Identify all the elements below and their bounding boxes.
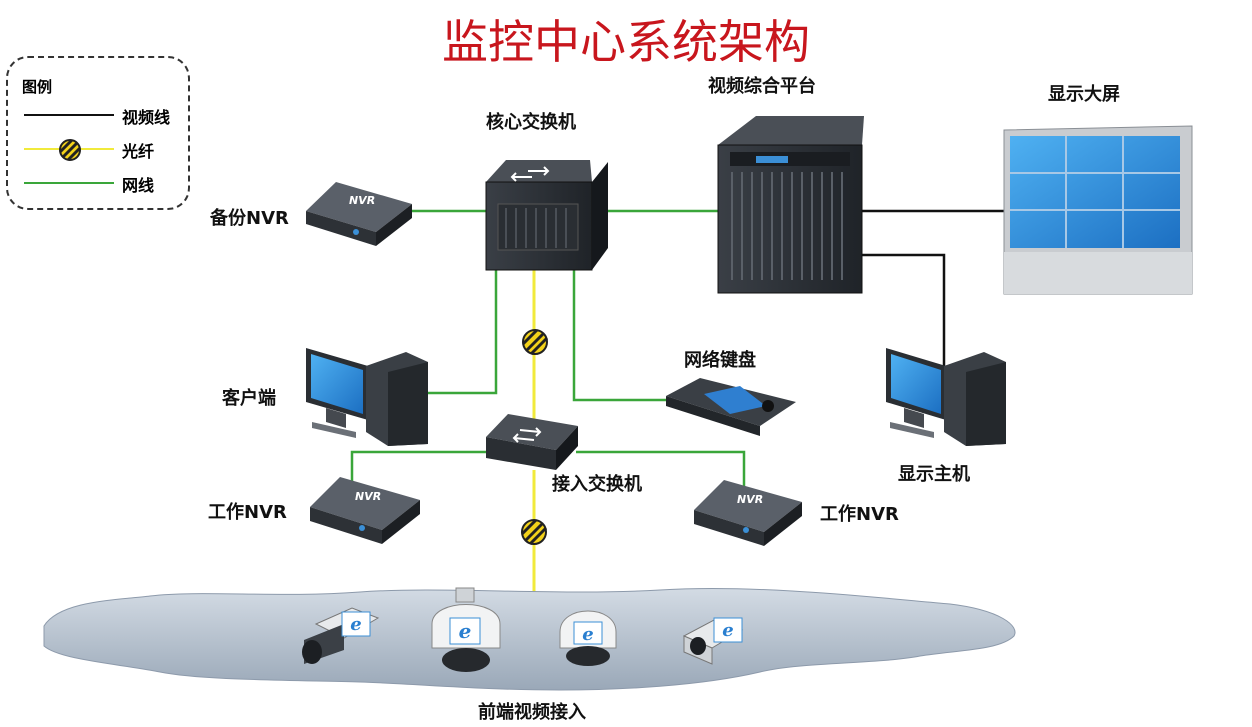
legend-label: 视频线 [122, 108, 171, 127]
svg-text:e: e [582, 624, 593, 645]
svg-text:e: e [722, 620, 733, 641]
label-backup-nvr: 备份NVR [210, 208, 289, 229]
display-host-workstation-device [886, 348, 1006, 446]
work-nvr-right-badge: NVR [735, 493, 765, 506]
label-frontend: 前端视频接入 [478, 702, 586, 723]
label-network-keyboard: 网络键盘 [684, 350, 756, 371]
work-nvr-left-device [310, 477, 420, 544]
legend-title: 图例 [22, 78, 53, 96]
fiber-marker-2 [520, 518, 548, 546]
svg-text:e: e [459, 619, 472, 643]
work-nvr-left-badge: NVR [353, 490, 383, 503]
fiber-marker-1 [521, 328, 549, 356]
link-platform-host [862, 253, 946, 368]
core-switch-device [485, 160, 608, 271]
fiber-marker-icon [58, 138, 82, 162]
label-display-wall: 显示大屏 [1048, 84, 1120, 105]
label-client: 客户端 [222, 388, 276, 409]
legend-label: 光纤 [122, 142, 155, 161]
network-line-swatch [24, 182, 114, 184]
legend-item-fiber: 光纤 [20, 138, 186, 162]
legend: 图例 视频线 光纤 网线 [6, 56, 190, 210]
ptz-dome-camera-device: e [431, 587, 501, 672]
link-core-client [428, 270, 498, 395]
client-workstation-device [306, 348, 428, 446]
network-lines [350, 209, 746, 490]
access-switch-device [486, 414, 578, 470]
legend-label: 网线 [122, 176, 155, 195]
display-wall-device [1003, 125, 1193, 295]
work-nvr-right-device [694, 480, 802, 546]
dome-camera-device: e [559, 610, 617, 666]
bullet-camera-device: e [302, 607, 380, 664]
label-work-nvr-right: 工作NVR [820, 504, 899, 525]
backup-nvr-badge: NVR [347, 194, 377, 207]
label-core-switch: 核心交换机 [486, 112, 576, 133]
video-platform-device [717, 116, 864, 294]
label-work-nvr-left: 工作NVR [208, 502, 287, 523]
link-access-left-nvr [350, 450, 486, 490]
legend-item-network: 网线 [20, 172, 186, 195]
frontend-cloud [43, 588, 1016, 691]
label-access-switch: 接入交换机 [552, 474, 642, 495]
box-camera-device: e [682, 617, 744, 665]
label-display-host: 显示主机 [898, 464, 970, 485]
legend-item-video-line: 视频线 [20, 104, 186, 127]
diagram-title: 监控中心系统架构 [442, 15, 810, 69]
backup-nvr-device [306, 182, 412, 246]
svg-text:e: e [350, 614, 361, 635]
link-core-keyboard [572, 270, 668, 402]
network-keyboard-device [666, 378, 796, 436]
link-access-right-nvr [576, 450, 746, 490]
label-video-platform: 视频综合平台 [708, 76, 816, 97]
video-lines [862, 209, 1004, 368]
video-line-swatch [24, 114, 114, 116]
